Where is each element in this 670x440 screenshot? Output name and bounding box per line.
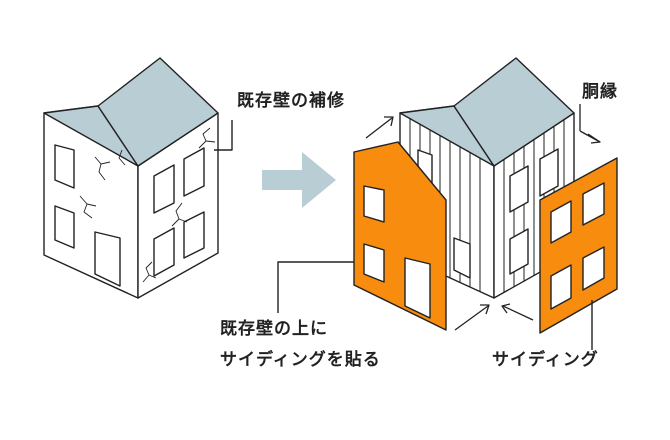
siding-panel-window — [363, 185, 385, 223]
house-before-window — [183, 211, 205, 259]
siding-panel-window — [550, 264, 572, 310]
house-before-window — [54, 144, 75, 189]
house-before-window — [54, 205, 75, 249]
label-repair-existing-wall: 既存壁の補修 — [237, 91, 345, 111]
house-after — [353, 57, 618, 334]
leader-line-repair — [214, 120, 233, 151]
siding-panel-window — [363, 243, 385, 283]
house-after-window — [509, 228, 529, 275]
house-after-window — [453, 237, 471, 279]
house-before-roof — [97, 57, 219, 167]
wall-cracks — [79, 127, 216, 283]
house-after-roof — [453, 57, 575, 167]
siding-panel-door — [404, 257, 431, 319]
transition-arrow — [262, 152, 336, 208]
house-after-window — [509, 165, 529, 213]
label-apply-siding: サイディングを貼る — [220, 350, 381, 370]
leader-line-over-existing — [277, 261, 354, 313]
siding-panel-window — [550, 200, 572, 244]
house-before — [43, 57, 219, 299]
label-douen: 胴縁 — [582, 82, 618, 102]
house-before-door — [94, 231, 121, 287]
house-before-window — [183, 147, 205, 197]
label-siding: サイディング — [492, 350, 599, 370]
house-before-window — [153, 227, 175, 277]
siding-panel-window — [582, 246, 605, 291]
house-after-window — [539, 148, 559, 197]
siding-panel-window — [582, 182, 605, 226]
label-over-existing-wall: 既存壁の上に — [220, 319, 328, 339]
house-before-window — [153, 164, 175, 214]
direction-arrows — [365, 104, 601, 331]
